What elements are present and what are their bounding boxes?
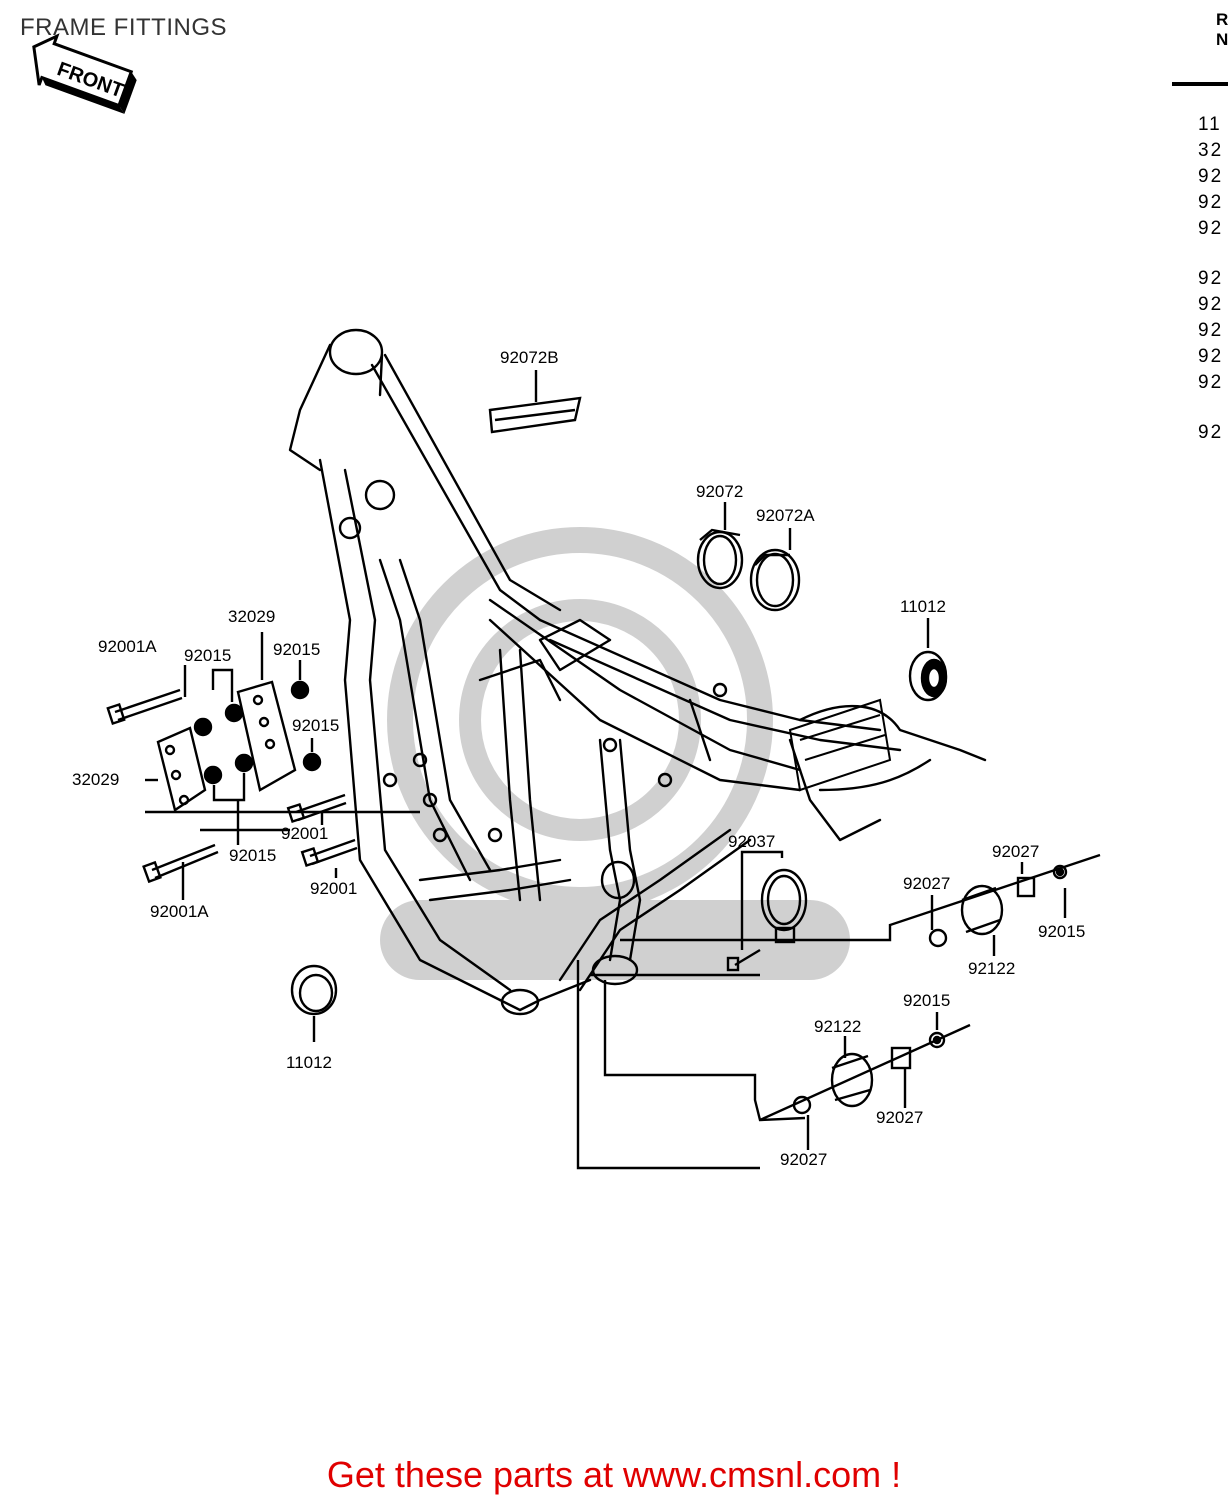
side-code: 32 bbox=[1198, 140, 1224, 161]
front-arrow-icon: FRONT bbox=[32, 33, 137, 114]
callout-92037: 92037 bbox=[728, 832, 776, 851]
callout-92027-a: 92027 bbox=[992, 842, 1040, 861]
side-panel-rule bbox=[1172, 82, 1228, 86]
side-panel-heading: R N bbox=[1216, 10, 1228, 50]
callout-92072: 92072 bbox=[696, 482, 744, 501]
get-parts-link[interactable]: Get these parts at www.cmsnl.com ! bbox=[326, 1454, 902, 1495]
callout-92001A-top: 92001A bbox=[98, 637, 157, 656]
callout-92015-a: 92015 bbox=[184, 646, 232, 665]
callout-11012-bottom: 11012 bbox=[286, 1053, 333, 1072]
callout-92015-b: 92015 bbox=[273, 640, 321, 659]
side-code-gap bbox=[1198, 242, 1223, 266]
part-11012-top-drawing bbox=[908, 618, 948, 702]
side-parts-list: 11 32 92 92 92 92 92 92 92 92 92 bbox=[1198, 112, 1223, 446]
callout-92027-c: 92027 bbox=[876, 1108, 924, 1127]
part-11012-bottom-drawing bbox=[290, 964, 338, 1042]
callout-92072A: 92072A bbox=[756, 506, 815, 525]
callout-92072B: 92072B bbox=[500, 348, 559, 367]
callout-92122-b: 92122 bbox=[814, 1017, 862, 1036]
part-92072-drawing bbox=[696, 502, 744, 590]
side-code: 92 bbox=[1198, 346, 1224, 367]
callout-92001A-bottom: 92001A bbox=[150, 902, 209, 921]
side-code: 92 bbox=[1198, 166, 1224, 187]
engine-mount-plates bbox=[106, 632, 420, 900]
side-code: 92 bbox=[1198, 218, 1224, 239]
callout-32029-top: 32029 bbox=[228, 607, 276, 626]
frame-drawing bbox=[288, 328, 987, 1016]
part-92072A-drawing bbox=[749, 528, 801, 612]
callout-92027-b: 92027 bbox=[903, 874, 951, 893]
rear-mount-plate bbox=[788, 698, 892, 792]
callout-92015-d: 92015 bbox=[229, 846, 277, 865]
side-code: 92 bbox=[1198, 422, 1224, 443]
callout-92001-a: 92001 bbox=[281, 824, 329, 843]
callout-92015-f: 92015 bbox=[903, 991, 951, 1010]
callout-32029-left: 32029 bbox=[72, 770, 120, 789]
part-92037-drawing bbox=[726, 850, 808, 972]
part-92072B-drawing bbox=[488, 370, 582, 434]
callout-92015-e: 92015 bbox=[1038, 922, 1086, 941]
side-code: 92 bbox=[1198, 372, 1224, 393]
callout-11012-top: 11012 bbox=[900, 597, 947, 616]
callout-92027-d: 92027 bbox=[780, 1150, 828, 1169]
callout-92001-b: 92001 bbox=[310, 879, 358, 898]
side-code: 92 bbox=[1198, 294, 1224, 315]
side-heading-line-1: R bbox=[1216, 10, 1228, 29]
side-code: 92 bbox=[1198, 268, 1224, 289]
side-heading-line-2: N bbox=[1216, 30, 1228, 49]
side-code: 92 bbox=[1198, 320, 1224, 341]
side-code: 11 bbox=[1198, 114, 1222, 135]
side-code: 92 bbox=[1198, 192, 1224, 213]
callout-92015-c: 92015 bbox=[292, 716, 340, 735]
callout-92122-a: 92122 bbox=[968, 959, 1016, 978]
rear-mount-group-2 bbox=[759, 1012, 971, 1150]
cmsnl-watermark-logo bbox=[380, 527, 850, 980]
side-code-gap bbox=[1198, 396, 1223, 420]
rear-mount-group-1 bbox=[576, 853, 1101, 1170]
